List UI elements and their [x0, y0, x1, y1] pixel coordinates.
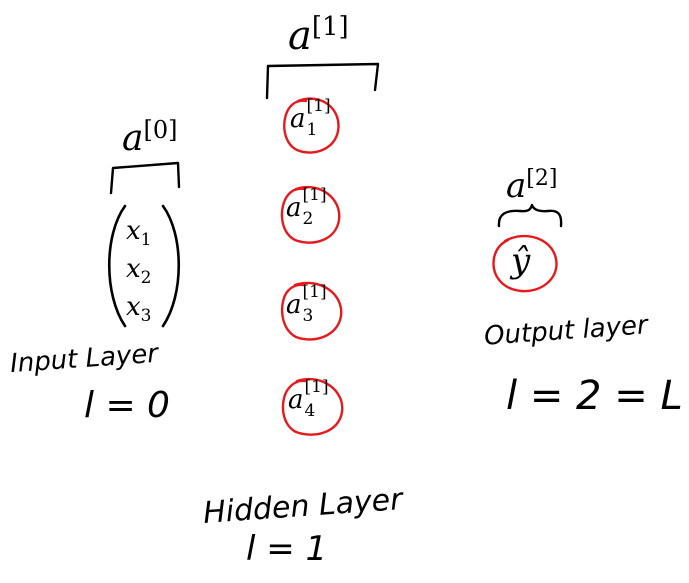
output-layer-caption: Output layer — [483, 310, 649, 352]
output-layer-group-label: a[2] — [506, 166, 558, 206]
input-layer-bracket — [109, 161, 181, 195]
hidden-layer-bracket — [265, 62, 380, 100]
output-layer-symbol: a — [506, 166, 527, 206]
hidden-layer-caption: Hidden Layer — [201, 482, 404, 531]
input-x2: x2 — [126, 254, 152, 289]
output-layer-brace — [497, 203, 563, 228]
hidden-unit-2: a[1]2 — [286, 185, 327, 229]
output-unit-yhat: ŷ — [511, 241, 531, 281]
input-layer-symbol: a — [122, 118, 144, 159]
hidden-layer-superscript: [1] — [311, 12, 349, 42]
input-layer-index: l = 0 — [84, 385, 170, 426]
input-layer-superscript: [0] — [143, 116, 178, 144]
output-layer-index: l = 2 = L — [506, 373, 683, 419]
output-layer-superscript: [2] — [526, 166, 558, 191]
hidden-unit-3: a[1]3 — [286, 282, 327, 326]
hidden-layer-group-label: a[1] — [288, 14, 349, 56]
input-x1: x1 — [126, 216, 152, 251]
hidden-layer-index: l = 1 — [246, 529, 328, 569]
input-x3: x3 — [126, 292, 152, 327]
input-layer-caption: Input Layer — [9, 338, 159, 380]
input-layer-group-label: a[0] — [122, 118, 177, 157]
input-vector-left-paren — [107, 204, 127, 328]
input-vector-right-paren — [161, 204, 181, 328]
hidden-unit-4: a[1]4 — [288, 377, 329, 421]
hidden-unit-1: a[1]1 — [290, 96, 331, 140]
hidden-layer-symbol: a — [288, 13, 312, 59]
